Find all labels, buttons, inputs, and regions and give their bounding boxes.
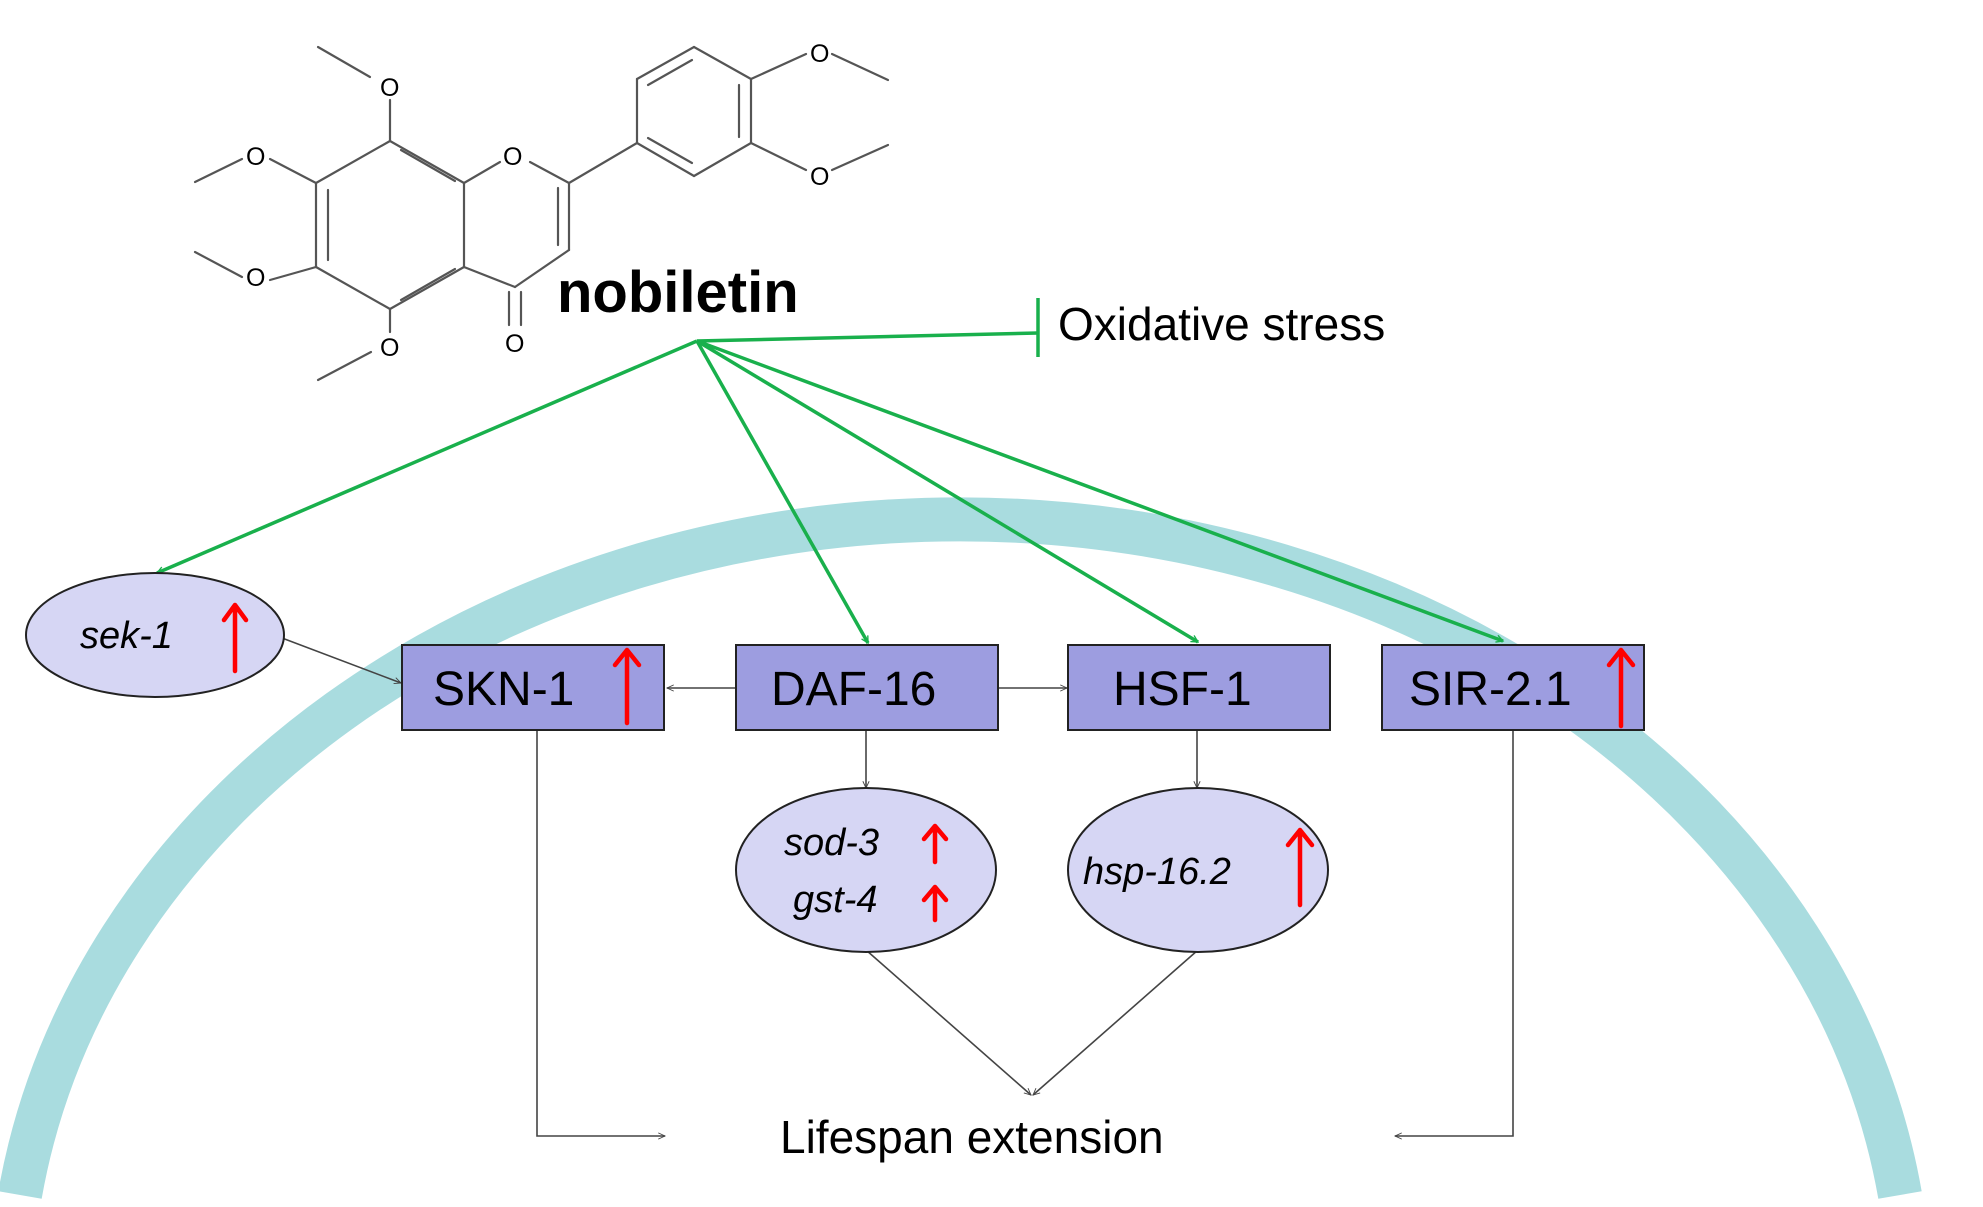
connector-sir21-lifespan — [1393, 730, 1514, 1140]
activation-arrow-daf16 — [695, 340, 870, 643]
activation-arrow-sir21 — [696, 339, 1503, 641]
hsf1-label: HSF-1 — [1113, 663, 1252, 716]
daf16-node: DAF-16 — [735, 644, 999, 731]
hsp162-node: hsp-16.2 — [1067, 787, 1329, 953]
upregulation-arrow — [921, 884, 949, 923]
activation-arrow-hsf1 — [696, 339, 1198, 644]
upregulation-arrow — [612, 647, 642, 726]
nobiletin-structure: O O O O O O O O — [193, 40, 890, 382]
gst4-label: gst-4 — [793, 879, 877, 921]
compound-name: nobiletin — [557, 260, 799, 325]
oxygen-label: O — [380, 74, 399, 102]
connector-sek1-skn1 — [281, 637, 402, 685]
sod3-gst4-node: sod-3 gst-4 — [735, 787, 997, 953]
oxygen-label: O — [380, 334, 399, 362]
connector-hsp162-lifespan — [1032, 949, 1199, 1096]
skn1-label: SKN-1 — [433, 663, 574, 716]
sir21-label: SIR-2.1 — [1409, 663, 1572, 716]
oxidative-stress-label: Oxidative stress — [1058, 298, 1385, 350]
upregulation-arrow — [1285, 827, 1315, 908]
oxygen-label: O — [503, 143, 522, 171]
oxygen-label: O — [505, 330, 524, 358]
connector-skn1-lifespan — [536, 730, 667, 1140]
hsf1-node: HSF-1 — [1067, 644, 1331, 731]
oxygen-label: O — [246, 143, 265, 171]
sek1-label: sek-1 — [80, 615, 173, 657]
sod3-label: sod-3 — [784, 822, 879, 864]
upregulation-arrow — [1606, 647, 1636, 729]
skn1-node: SKN-1 — [401, 644, 665, 731]
inhibition-line — [696, 331, 1039, 343]
oxygen-label: O — [246, 264, 265, 292]
oxygen-label: O — [810, 40, 829, 68]
oxygen-label: O — [810, 163, 829, 191]
hsp162-label: hsp-16.2 — [1083, 851, 1231, 893]
daf16-label: DAF-16 — [771, 663, 936, 716]
activation-arrow-sek1 — [157, 339, 698, 575]
upregulation-arrow — [921, 823, 949, 865]
lifespan-extension-label: Lifespan extension — [780, 1111, 1164, 1163]
cell-membrane — [0, 497, 1922, 1199]
sir21-node: SIR-2.1 — [1381, 644, 1645, 731]
connector-sod3-lifespan — [865, 949, 1032, 1096]
sek1-node: sek-1 — [25, 572, 285, 698]
upregulation-arrow — [221, 602, 249, 674]
